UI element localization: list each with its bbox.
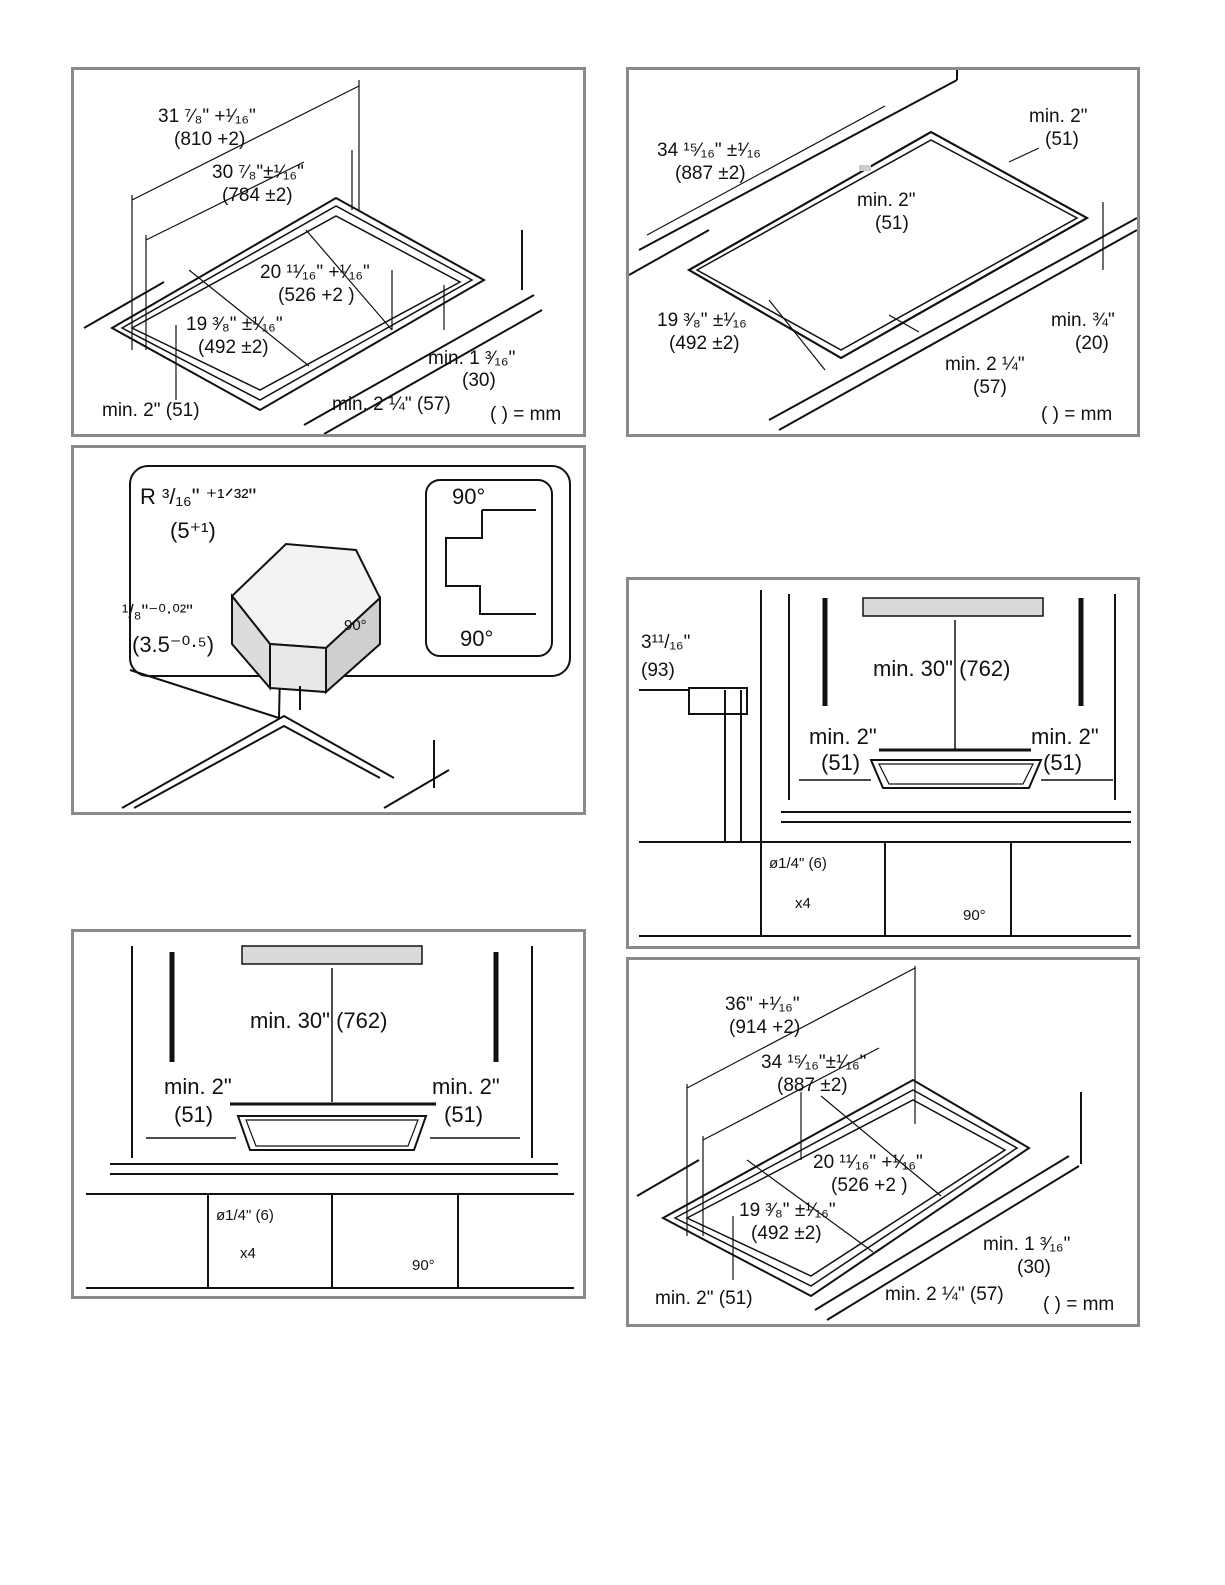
min-clearance-above: min. 30" (762): [873, 656, 1010, 681]
clearance-36in-drawing: 3¹¹/₁₆" (93) min. 30" (762) min. 2" (51)…: [639, 590, 1131, 937]
unit-note: ( ) = mm: [1041, 404, 1112, 425]
dim-cutout-width-mm: (784 ±2): [222, 185, 293, 206]
min-right-clearance-mm: (51): [1045, 129, 1079, 150]
dim-cutout-width: 34 ¹⁵⁄₁₆"±¹⁄₁₆": [761, 1052, 866, 1073]
min-front-clearance: min. 2 ¼": [945, 354, 1025, 375]
panel-cutout-30in-isometric: 31 ⁷⁄₈" +¹⁄₁₆" (810 +2) 30 ⁷⁄₈"±¹⁄₁₆" (7…: [71, 67, 586, 437]
drill-size: ø1/4" (6): [769, 855, 827, 872]
cut-angle: 90°: [412, 1257, 435, 1274]
min-back-clearance: min. 2": [857, 190, 915, 211]
min-left-clearance-mm: (51): [174, 1102, 213, 1127]
drill-size: ø1/4" (6): [216, 1207, 274, 1224]
min-side-clearance: min. 2" (51): [102, 400, 200, 421]
cut-angle: 90°: [963, 907, 986, 924]
dim-cutout-depth: 19 ³⁄₈" ±¹⁄₁₆: [657, 310, 747, 331]
dim-cutout-depth-mm: (492 ±2): [751, 1223, 822, 1244]
dim-outer-depth: 20 ¹¹⁄₁₆" +¹⁄₁₆": [813, 1152, 923, 1173]
min-right-clearance: min. 2": [1029, 106, 1087, 127]
min-top-clearance: min. ¾": [1051, 310, 1115, 331]
dim-cutout-depth-mm: (492 ±2): [198, 337, 269, 358]
unit-note: ( ) = mm: [490, 404, 561, 425]
angle-bottom: 90°: [460, 626, 493, 651]
cutout-30in-drawing: 31 ⁷⁄₈" +¹⁄₁₆" (810 +2) 30 ⁷⁄₈"±¹⁄₁₆" (7…: [83, 80, 561, 434]
dim-cutout-width: 30 ⁷⁄₈"±¹⁄₁₆": [212, 162, 304, 183]
drill-count: x4: [795, 895, 811, 912]
dim-outer-width-mm: (810 +2): [174, 129, 245, 150]
min-left-clearance: min. 2": [164, 1074, 232, 1099]
min-front-clearance: min. 2 ¼" (57): [885, 1284, 1004, 1305]
dim-cutout-width-mm: (887 ±2): [675, 163, 746, 184]
corner-detail-drawing: R ³/₁₆" ⁺¹ᐟ³²" (5⁺¹) ¹/₈"⁻⁰·⁰²" (3.5⁻⁰·⁵…: [121, 465, 571, 809]
min-back-clearance: min. 1 ³⁄₁₆": [428, 348, 515, 369]
min-clearance-above: min. 30" (762): [250, 1008, 387, 1033]
panel-cutout-36in-isometric: 34 ¹⁵⁄₁₆" ±¹⁄₁₆ (887 ±2) min. 2" (51) mi…: [626, 67, 1140, 437]
cutout-36in-frame-drawing: 36" +¹⁄₁₆" (914 +2) 34 ¹⁵⁄₁₆"±¹⁄₁₆" (887…: [636, 966, 1114, 1321]
panel-corner-detail: R ³/₁₆" ⁺¹ᐟ³²" (5⁺¹) ¹/₈"⁻⁰·⁰²" (3.5⁻⁰·⁵…: [71, 445, 586, 815]
corner-radius-mm: (5⁺¹): [170, 518, 216, 543]
dim-cutout-width-mm: (887 ±2): [777, 1075, 848, 1096]
min-back-clearance-mm: (51): [875, 213, 909, 234]
min-right-clearance-mm: (51): [1043, 750, 1082, 775]
dim-cutout-width: 34 ¹⁵⁄₁₆" ±¹⁄₁₆: [657, 140, 761, 161]
dim-cutout-depth-mm: (492 ±2): [669, 333, 740, 354]
dim-outer-width-mm: (914 +2): [729, 1017, 800, 1038]
min-back-clearance-mm: (30): [462, 370, 496, 391]
min-top-clearance-mm: (20): [1075, 333, 1109, 354]
min-right-clearance: min. 2": [1031, 724, 1099, 749]
clearance-30in-drawing: min. 30" (762) min. 2" (51) min. 2" (51)…: [86, 945, 574, 1289]
dim-outer-depth-mm: (526 +2 ): [278, 285, 355, 306]
side-profile-height-mm: (93): [641, 660, 675, 681]
corner-radius: R ³/₁₆" ⁺¹ᐟ³²": [140, 484, 256, 509]
side-profile-height: 3¹¹/₁₆": [641, 632, 690, 653]
angle-corner: 90°: [344, 617, 367, 634]
dim-outer-width: 31 ⁷⁄₈" +¹⁄₁₆": [158, 106, 256, 127]
min-right-clearance-mm: (51): [444, 1102, 483, 1127]
cutout-36in-drawing: 34 ¹⁵⁄₁₆" ±¹⁄₁₆ (887 ±2) min. 2" (51) mi…: [629, 70, 1137, 431]
recess-depth: ¹/₈"⁻⁰·⁰²": [122, 602, 193, 623]
min-front-clearance: min. 2 ¼" (57): [332, 394, 451, 415]
panel-clearance-36in: 3¹¹/₁₆" (93) min. 30" (762) min. 2" (51)…: [626, 577, 1140, 949]
min-back-clearance-mm: (30): [1017, 1257, 1051, 1278]
min-left-clearance-mm: (51): [821, 750, 860, 775]
dim-cutout-depth: 19 ³⁄₈" ±¹⁄₁₆": [739, 1200, 836, 1221]
dim-outer-depth-mm: (526 +2 ): [831, 1175, 908, 1196]
drill-count: x4: [240, 1245, 256, 1262]
panel-cutout-36in-frame-isometric: 36" +¹⁄₁₆" (914 +2) 34 ¹⁵⁄₁₆"±¹⁄₁₆" (887…: [626, 957, 1140, 1327]
min-back-clearance: min. 1 ³⁄₁₆": [983, 1234, 1070, 1255]
dim-cutout-depth: 19 ³⁄₈" ±¹⁄₁₆": [186, 314, 283, 335]
unit-note: ( ) = mm: [1043, 1294, 1114, 1315]
min-front-clearance-mm: (57): [973, 377, 1007, 398]
dim-outer-width: 36" +¹⁄₁₆": [725, 994, 800, 1015]
dim-outer-depth: 20 ¹¹⁄₁₆" +¹⁄₁₆": [260, 262, 370, 283]
min-left-clearance: min. 2": [809, 724, 877, 749]
panel-clearance-30in: min. 30" (762) min. 2" (51) min. 2" (51)…: [71, 929, 586, 1299]
min-side-clearance: min. 2" (51): [655, 1288, 753, 1309]
min-right-clearance: min. 2": [432, 1074, 500, 1099]
recess-depth-mm: (3.5⁻⁰·⁵): [132, 632, 214, 657]
angle-top: 90°: [452, 484, 485, 509]
